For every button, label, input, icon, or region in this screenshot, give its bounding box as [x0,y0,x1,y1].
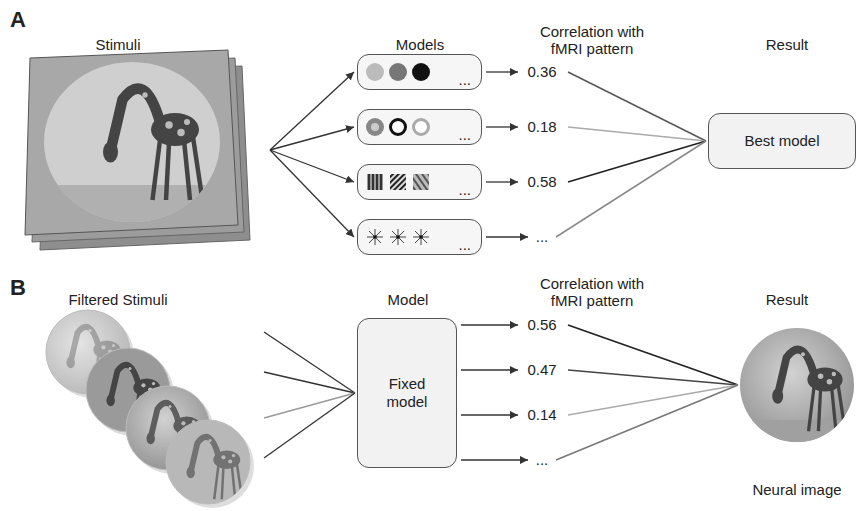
correlation-value: ... [536,228,549,245]
column-heading: Models [396,36,444,53]
box-text: ... [458,71,471,89]
box-text: Best model [744,132,819,150]
result-box: Best model [708,113,856,169]
result-caption: Neural image [752,481,841,498]
correlation-value: 0.58 [527,173,556,190]
box-text: ... [458,236,471,254]
column-heading: Model [388,291,429,308]
panel-letter: A [10,7,26,32]
column-heading: Filtered Stimuli [68,291,167,308]
model-box: ... [357,109,482,145]
column-heading: Correlation with fMRI pattern [522,23,662,58]
model-box: ... [357,219,482,255]
column-heading: Stimuli [95,36,140,53]
column-heading: Result [766,291,809,308]
box-text: Fixed model [375,375,439,411]
correlation-value: 0.36 [527,63,556,80]
column-heading: Correlation with fMRI pattern [522,275,662,310]
model-box: ... [357,164,482,200]
column-heading: Result [766,36,809,53]
correlation-value: ... [536,451,549,468]
correlation-value: 0.18 [527,118,556,135]
correlation-value: 0.47 [527,361,556,378]
panel-letter: B [10,275,26,300]
correlation-value: 0.14 [527,406,556,423]
model-box: Fixed model [357,318,457,468]
model-box: ... [357,54,482,90]
box-text: ... [458,126,471,144]
correlation-value: 0.56 [527,316,556,333]
box-text: ... [458,181,471,199]
